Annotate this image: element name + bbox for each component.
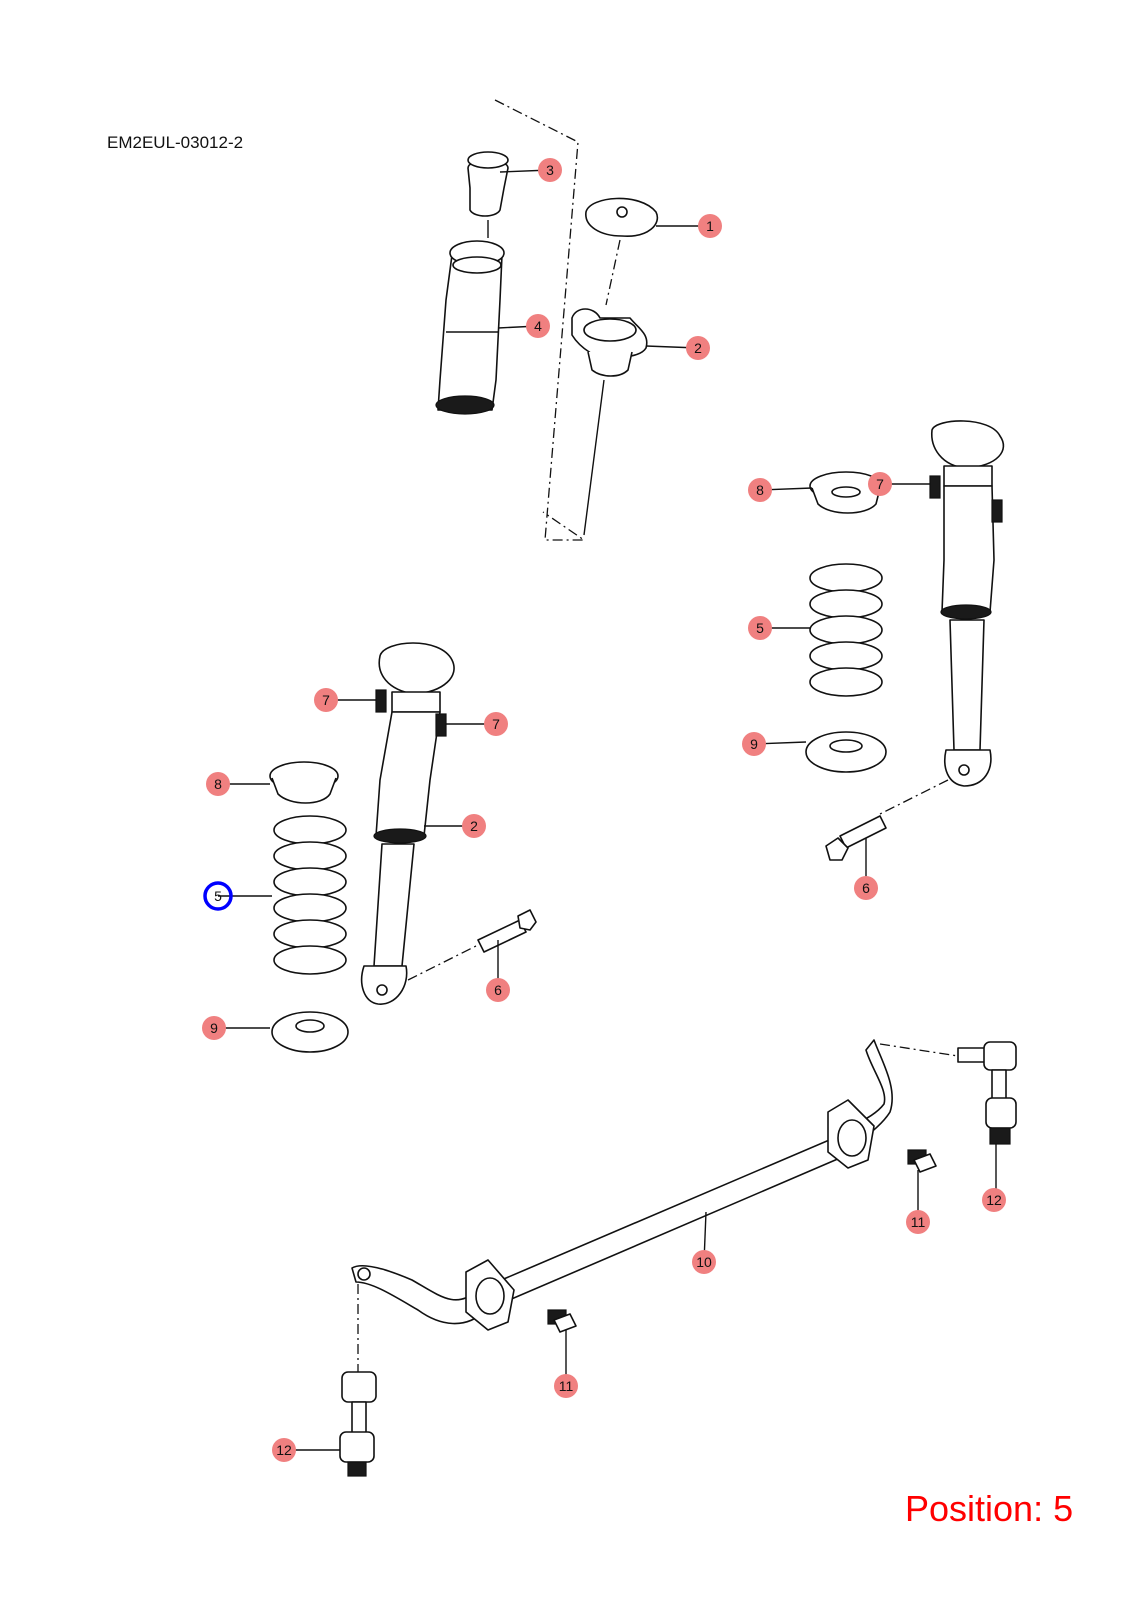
stabilizer-link-left <box>339 1284 377 1477</box>
callout-number: 9 <box>750 736 758 752</box>
callout-6[interactable]: 6 <box>854 876 878 900</box>
clamp-bolt-right <box>907 1149 937 1173</box>
callout-number: 5 <box>756 620 764 636</box>
callout-7[interactable]: 7 <box>314 688 338 712</box>
bolt-right <box>825 779 949 861</box>
callout-number: 2 <box>694 340 702 356</box>
callout-number: 10 <box>696 1254 712 1270</box>
assembly-bracket <box>494 99 587 541</box>
callout-marker <box>314 688 338 712</box>
callout-marker <box>462 814 486 838</box>
dust-boot <box>435 240 505 415</box>
callout-marker <box>526 314 550 338</box>
callout-2[interactable]: 2 <box>686 336 710 360</box>
callout-number: 5 <box>214 888 222 904</box>
callout-marker <box>203 881 233 911</box>
top-mount-cap <box>585 197 659 306</box>
bolt-left <box>407 909 537 981</box>
callout-marker <box>272 1438 296 1462</box>
document-code: EM2EUL-03012-2 <box>107 133 244 152</box>
bushing-clamp-left <box>465 1259 515 1331</box>
bump-stop <box>467 151 509 238</box>
callout-12[interactable]: 12 <box>982 1188 1006 1212</box>
callout-marker <box>538 158 562 182</box>
callout-number: 12 <box>276 1442 292 1458</box>
callout-8[interactable]: 8 <box>206 772 230 796</box>
strut-mount <box>571 308 648 536</box>
callout-5[interactable]: 5 <box>203 881 233 911</box>
callout-8[interactable]: 8 <box>748 478 772 502</box>
callout-7[interactable]: 7 <box>484 712 508 736</box>
callout-number: 4 <box>534 318 542 334</box>
stabilizer-bar <box>351 1039 893 1325</box>
spring-seat-right-upper <box>809 471 883 514</box>
shock-absorber-right <box>929 420 1005 787</box>
callout-marker <box>906 1210 930 1234</box>
coil-spring-right <box>809 563 883 697</box>
callout-marker <box>486 978 510 1002</box>
callout-marker <box>484 712 508 736</box>
callout-4[interactable]: 4 <box>526 314 550 338</box>
callout-marker <box>686 336 710 360</box>
callout-marker <box>854 876 878 900</box>
callout-number: 7 <box>876 476 884 492</box>
callout-marker <box>868 472 892 496</box>
callout-11[interactable]: 11 <box>554 1374 578 1398</box>
callout-5[interactable]: 5 <box>748 616 772 640</box>
callout-number: 8 <box>756 482 764 498</box>
bushing-clamp-right <box>827 1099 875 1169</box>
callout-7[interactable]: 7 <box>868 472 892 496</box>
spring-seat-left-lower <box>271 1011 349 1053</box>
clamp-bolt-left <box>547 1309 577 1333</box>
callout-marker <box>748 478 772 502</box>
callout-marker <box>698 214 722 238</box>
spring-seat-left-upper <box>269 761 339 804</box>
callout-1[interactable]: 1 <box>698 214 722 238</box>
position-label: Position: 5 <box>905 1488 1074 1529</box>
callout-9[interactable]: 9 <box>742 732 766 756</box>
callout-marker <box>982 1188 1006 1212</box>
coil-spring-left <box>273 815 347 975</box>
callout-number: 9 <box>210 1020 218 1036</box>
callout-number: 2 <box>470 818 478 834</box>
callout-3[interactable]: 3 <box>538 158 562 182</box>
callout-marker <box>742 732 766 756</box>
callout-marker <box>748 616 772 640</box>
callout-number: 7 <box>322 692 330 708</box>
callout-number: 12 <box>986 1192 1002 1208</box>
callout-2[interactable]: 2 <box>462 814 486 838</box>
callout-6[interactable]: 6 <box>486 978 510 1002</box>
stabilizer-link-right <box>879 1041 1017 1145</box>
callout-number: 3 <box>546 162 554 178</box>
shock-absorber-left <box>360 642 455 1005</box>
callout-11[interactable]: 11 <box>906 1210 930 1234</box>
callout-marker <box>692 1250 716 1274</box>
callout-number: 6 <box>494 982 502 998</box>
callout-number: 6 <box>862 880 870 896</box>
callout-number: 8 <box>214 776 222 792</box>
callout-marker <box>202 1016 226 1040</box>
callout-10[interactable]: 10 <box>692 1250 716 1274</box>
callout-number: 11 <box>559 1378 574 1394</box>
callout-markers: 3 1 4 2 8 7 5 9 6 7 7 8 2 5 6 9 12 11 10 11 12 <box>202 158 1006 1462</box>
callout-9[interactable]: 9 <box>202 1016 226 1040</box>
callout-number: 7 <box>492 716 500 732</box>
callout-marker <box>206 772 230 796</box>
callout-marker <box>554 1374 578 1398</box>
spring-seat-right-lower <box>805 731 887 773</box>
callout-number: 1 <box>706 218 714 234</box>
callout-12[interactable]: 12 <box>272 1438 296 1462</box>
callout-number: 11 <box>911 1214 926 1230</box>
